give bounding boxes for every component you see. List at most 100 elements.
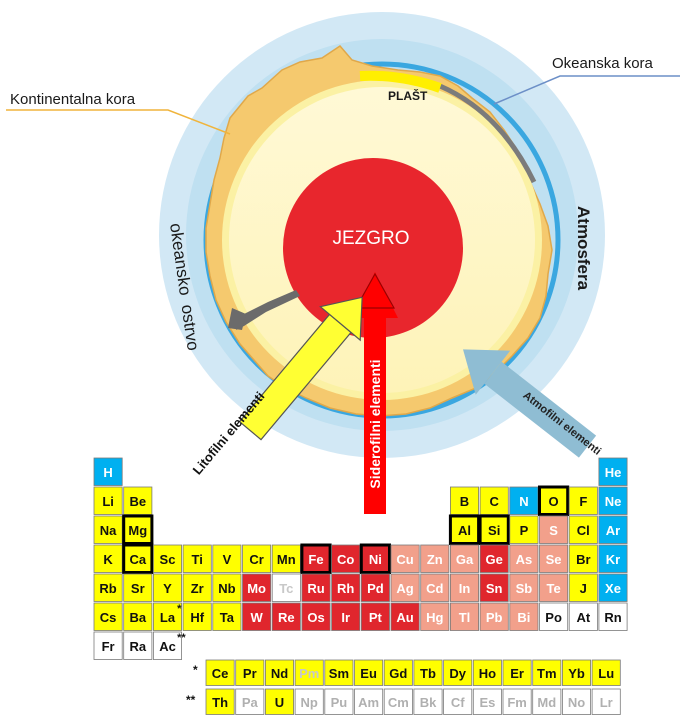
element-cell-bg xyxy=(93,631,123,660)
element-symbol: V xyxy=(223,552,232,567)
element-symbol: Ne xyxy=(605,494,622,509)
element-cell-bi: Bi xyxy=(509,602,539,631)
element-symbol: Ac xyxy=(159,639,176,654)
element-cell-c: C xyxy=(479,486,509,515)
element-cell-bg xyxy=(93,544,123,573)
element-cell-ga: Ga xyxy=(449,544,479,573)
element-cell-bg xyxy=(598,457,628,486)
element-symbol: Si xyxy=(488,523,500,538)
element-cell-fm: Fm xyxy=(502,688,532,715)
element-symbol: Kr xyxy=(606,552,620,567)
element-cell-bg xyxy=(182,544,212,573)
element-cell-sc: Sc xyxy=(152,544,182,573)
element-cell-bg xyxy=(123,602,153,631)
element-symbol: Tb xyxy=(420,666,436,681)
element-cell-po: Po xyxy=(539,602,569,631)
element-symbol: Y xyxy=(163,581,172,596)
element-symbol: At xyxy=(576,610,590,625)
element-symbol: Md xyxy=(537,695,556,710)
magma-conduit xyxy=(236,290,300,330)
element-cell-bg xyxy=(413,659,443,686)
element-symbol: Re xyxy=(278,610,295,625)
element-cell-cf: Cf xyxy=(443,688,473,715)
element-cell-bg xyxy=(413,688,443,715)
element-cell-am: Am xyxy=(354,688,384,715)
element-cell-bg xyxy=(448,514,481,545)
element-symbol: Ta xyxy=(220,610,235,625)
element-cell-bg xyxy=(449,544,479,573)
element-cell-bg xyxy=(205,659,235,686)
siderophile-arrow xyxy=(352,272,398,514)
element-cell-bg xyxy=(182,573,212,602)
continental-crust-pointer xyxy=(6,109,231,135)
element-cell-bg xyxy=(93,602,123,631)
element-symbol: Th xyxy=(212,695,228,710)
element-cell-bg xyxy=(93,573,123,602)
element-symbol: As xyxy=(516,552,533,567)
element-cell-lu: Lu xyxy=(591,659,621,686)
element-cell-kr: Kr xyxy=(598,544,628,573)
element-symbol: Pt xyxy=(369,610,383,625)
element-cell-bg xyxy=(242,544,272,573)
element-cell-ra: Ra xyxy=(123,631,153,660)
element-symbol: Cm xyxy=(388,695,409,710)
ocean-island-edge xyxy=(228,308,246,330)
element-symbol: Rb xyxy=(99,581,116,596)
element-cell-bg xyxy=(598,515,628,544)
element-cell-ac: Ac** xyxy=(152,631,186,660)
element-cell-bg xyxy=(324,659,354,686)
element-cell-k: K xyxy=(93,544,123,573)
element-cell-rb: Rb xyxy=(93,573,123,602)
continental-crust-label: Kontinentalna kora xyxy=(10,91,136,108)
element-symbol: Hf xyxy=(190,610,204,625)
element-cell-ti: Ti xyxy=(182,544,212,573)
element-cell-bg xyxy=(360,573,390,602)
element-symbol: Os xyxy=(307,610,324,625)
element-cell-bg xyxy=(301,602,331,631)
element-cell-tc: Tc xyxy=(271,573,301,602)
element-cell-bg xyxy=(264,688,294,715)
element-cell-ho: Ho xyxy=(472,659,502,686)
element-cell-ce: Ce xyxy=(205,659,235,686)
actinides-marker: ** xyxy=(186,693,196,707)
element-cell-bg xyxy=(235,688,265,715)
element-symbol: Sb xyxy=(516,581,533,596)
element-cell-s: S xyxy=(539,515,569,544)
element-cell-bg xyxy=(568,544,598,573)
element-cell-bg xyxy=(212,602,242,631)
element-cell-bg xyxy=(331,602,361,631)
element-cell-bg xyxy=(420,602,450,631)
element-symbol: Pr xyxy=(243,666,257,681)
element-symbol: Ra xyxy=(129,639,146,654)
element-cell-bg xyxy=(472,688,502,715)
element-cell-bg xyxy=(479,602,509,631)
element-symbol: Al xyxy=(458,523,471,538)
atmophile-arrow xyxy=(463,349,597,458)
element-symbol: Ho xyxy=(479,666,496,681)
element-symbol: Es xyxy=(479,695,495,710)
mantle-label: PLAŠT xyxy=(388,88,428,103)
mantle-label-band xyxy=(359,70,442,93)
element-cell-na: Na xyxy=(93,515,123,544)
element-cell-bg xyxy=(271,573,301,602)
element-cell-bg xyxy=(568,602,598,631)
element-symbol: Ni xyxy=(369,552,382,567)
element-symbol: C xyxy=(490,494,500,509)
element-cell-b: B xyxy=(449,486,479,515)
element-symbol: Tm xyxy=(537,666,557,681)
element-symbol: Cl xyxy=(577,523,590,538)
element-symbol: Ce xyxy=(212,666,229,681)
element-cell-bg xyxy=(390,544,420,573)
element-cell-yb: Yb xyxy=(562,659,592,686)
element-cell-bg xyxy=(562,659,592,686)
element-cell-bg xyxy=(360,602,390,631)
element-cell-er: Er xyxy=(502,659,532,686)
element-symbol: Ti xyxy=(192,552,203,567)
element-symbol: Eu xyxy=(360,666,377,681)
element-cell-bg xyxy=(562,688,592,715)
element-cell-nd: Nd xyxy=(264,659,294,686)
element-symbol: He xyxy=(605,465,622,480)
element-symbol: S xyxy=(549,523,558,538)
element-cell-u: U xyxy=(264,688,294,715)
